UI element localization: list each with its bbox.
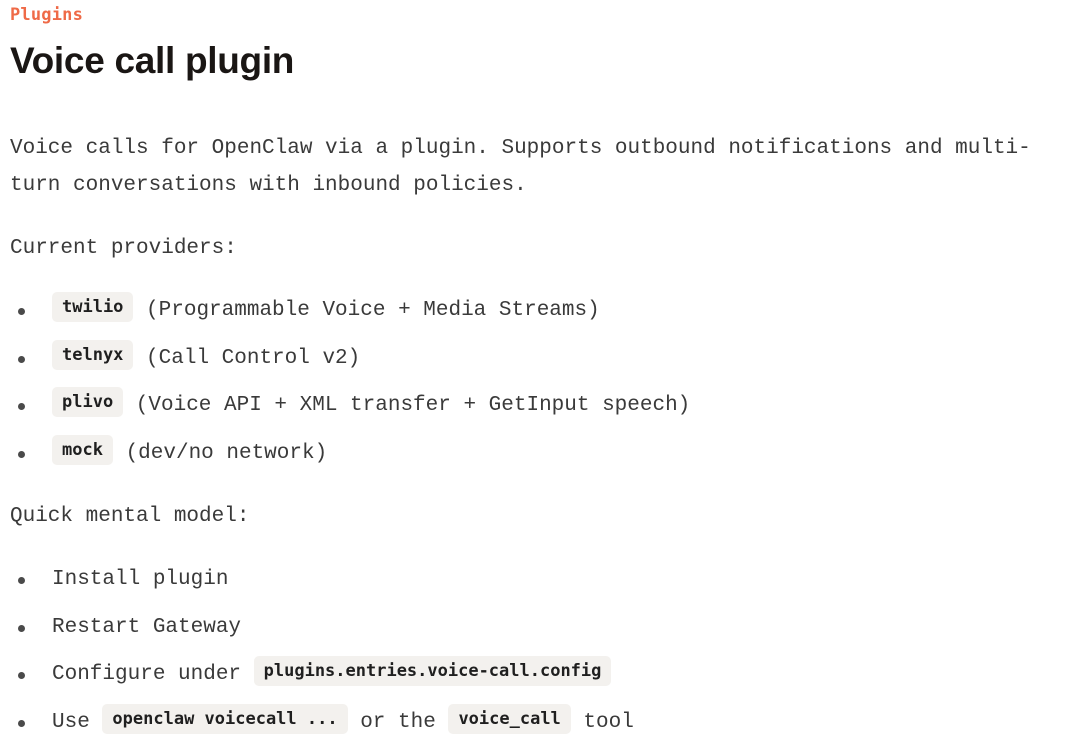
step-text-2: or the [360,710,436,734]
step-text: Install plugin [52,568,229,591]
list-item: Use openclaw voicecall ... or the voice_… [10,699,1070,747]
provider-desc: (Voice API + XML transfer + GetInput spe… [135,394,691,417]
bullet-icon [18,672,25,679]
provider-desc: (Call Control v2) [146,346,361,370]
step-text: Restart Gateway [52,615,242,639]
list-item: Restart Gateway [10,604,1070,652]
bullet-icon [18,719,25,727]
provider-desc: (Programmable Voice + Media Streams) [146,299,600,322]
step-text-3: tool [583,710,634,734]
step-text: Configure under [52,663,242,686]
bullet-icon [18,577,25,584]
bullet-icon [18,403,25,410]
list-item: plivo (Voice API + XML transfer + GetInp… [10,382,1070,430]
bullet-icon [18,355,25,363]
breadcrumb[interactable]: Plugins [10,5,84,25]
providers-heading: Current providers: [10,237,237,260]
list-item: Install plugin [10,556,1070,604]
provider-desc: (dev/no network) [125,441,328,465]
intro-line-1: Voice calls for OpenClaw via a plugin. S… [10,137,1031,160]
step-code: openclaw voicecall ... [102,703,348,734]
provider-code: plivo [52,387,124,418]
list-item: twilio (Programmable Voice + Media Strea… [10,287,1070,335]
step-text: Use [52,710,90,734]
page-title: Voice call plugin [10,40,295,81]
providers-list: twilio (Programmable Voice + Media Strea… [10,287,1070,477]
step-code: plugins.entries.voice-call.config [253,656,612,687]
list-item: mock (dev/no network) [10,430,1070,478]
bullet-icon [18,450,25,458]
list-item: Configure under plugins.entries.voice-ca… [10,651,1070,699]
bullet-icon [18,308,25,315]
bullet-icon [18,624,25,632]
intro-paragraph: Voice calls for OpenClaw via a plugin. S… [10,130,1070,204]
provider-code: mock [52,434,113,465]
list-item: telnyx (Call Control v2) [10,335,1070,383]
steps-list: Install plugin Restart Gateway Configure… [10,556,1070,746]
model-heading: Quick mental model: [10,505,250,528]
provider-code: telnyx [52,339,134,370]
step-code-2: voice_call [448,703,571,734]
intro-line-2: turn conversations with inbound policies… [10,174,527,197]
provider-code: twilio [52,292,134,323]
